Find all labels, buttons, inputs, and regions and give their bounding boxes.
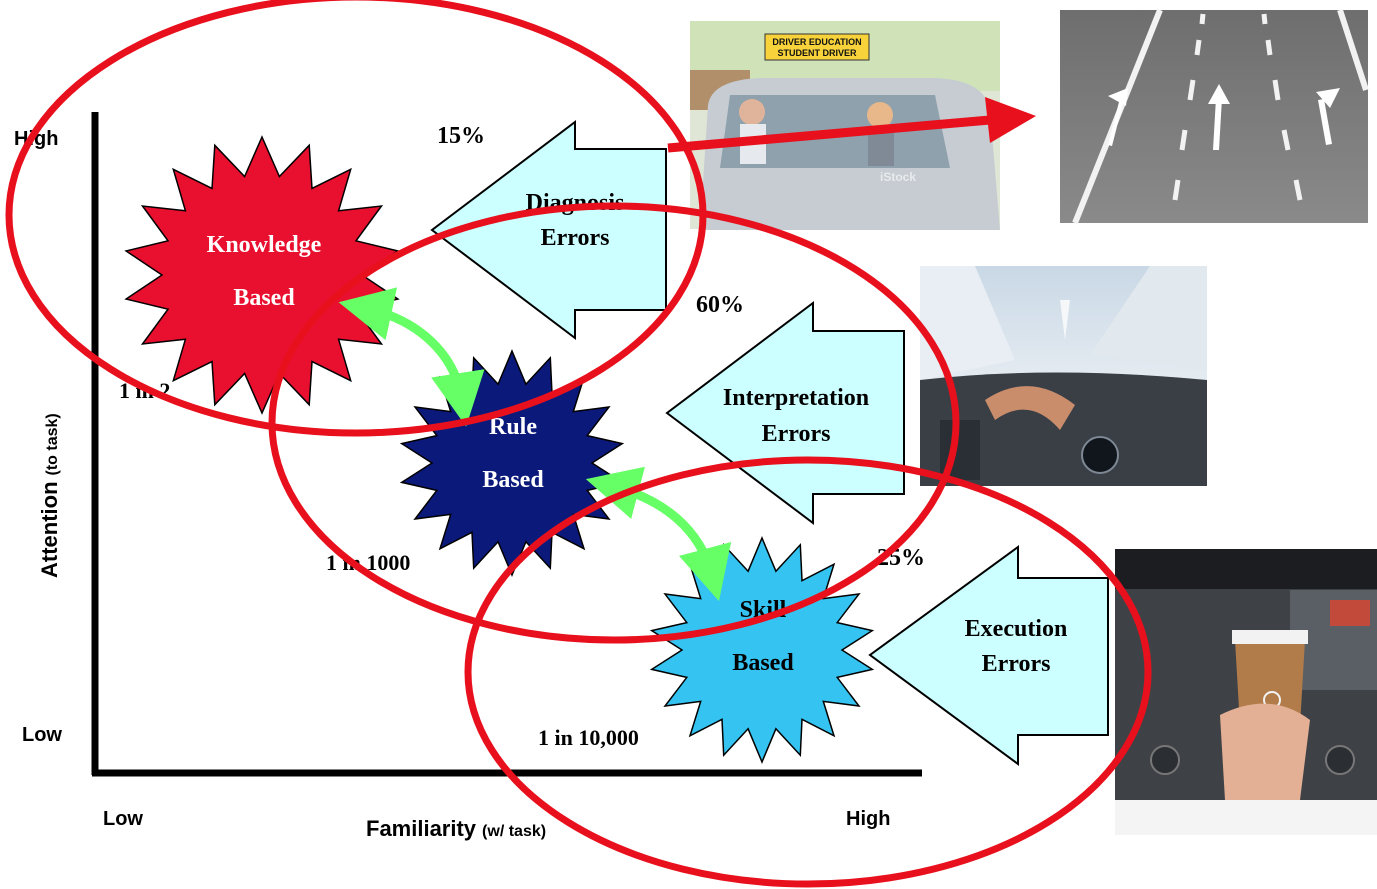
knowledge-based-line1: Knowledge bbox=[207, 232, 322, 258]
driving-lesson-photo: DRIVER EDUCATION STUDENT DRIVER iStock bbox=[690, 21, 1000, 230]
skill-rate: 1 in 10,000 bbox=[538, 725, 639, 750]
execution-errors-line2: Errors bbox=[982, 651, 1051, 677]
knowledge-based-line2: Based bbox=[233, 285, 295, 311]
skill-execution-ellipse bbox=[464, 456, 1152, 888]
skill-based-line2: Based bbox=[732, 650, 794, 676]
interpretation-percent: 60% bbox=[696, 292, 744, 318]
diagnosis-errors-line2: Errors bbox=[541, 225, 610, 251]
diagnosis-percent: 15% bbox=[437, 123, 485, 149]
red-pointer-arrowhead bbox=[985, 97, 1036, 143]
x-axis-title: Familiarity(w/ task) bbox=[366, 816, 546, 841]
execution-errors-arrow: Execution Errors bbox=[868, 545, 1109, 766]
y-axis-title: Attention(to task) bbox=[37, 413, 62, 578]
rule-interpretation-ellipse bbox=[268, 202, 960, 644]
interpretation-errors-line2: Errors bbox=[762, 421, 831, 447]
y-axis-low-label: Low bbox=[22, 724, 62, 746]
knowledge-rule-connector bbox=[338, 287, 485, 427]
diagnosis-errors-arrow: Diagnosis Errors bbox=[430, 119, 667, 341]
driver-sign-line2: STUDENT DRIVER bbox=[777, 48, 857, 58]
interpretation-errors-arrow: Interpretation Errors bbox=[665, 300, 905, 526]
skill-based-starburst: Skill Based bbox=[649, 536, 875, 764]
coffee-in-car-photo bbox=[1115, 549, 1377, 835]
x-axis-high-label: High bbox=[846, 808, 890, 830]
rule-based-line1: Rule bbox=[489, 414, 537, 440]
interpretation-errors-line1: Interpretation bbox=[723, 385, 869, 411]
x-axis-low-label: Low bbox=[103, 808, 143, 830]
execution-errors-line1: Execution bbox=[965, 616, 1068, 642]
photo-watermark: iStock bbox=[880, 170, 916, 184]
snowy-road-photo bbox=[920, 266, 1207, 486]
driver-sign-line1: DRIVER EDUCATION bbox=[772, 37, 861, 47]
rule-skill-connector bbox=[585, 466, 732, 602]
rule-based-starburst: Rule Based bbox=[399, 349, 625, 577]
road-lanes-photo bbox=[1060, 8, 1369, 225]
red-pointer-line bbox=[667, 115, 991, 153]
knowledge-based-starburst: Knowledge Based bbox=[124, 135, 400, 415]
rule-based-line2: Based bbox=[482, 467, 544, 493]
